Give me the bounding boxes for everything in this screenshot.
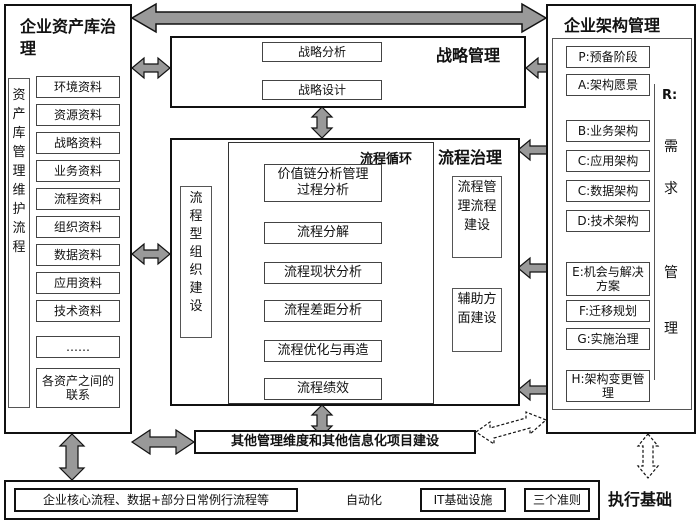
ea-item: C:应用架构: [566, 150, 650, 172]
execution-base-title: 执行基础: [608, 490, 673, 509]
other-management-bar: 其他管理维度和其他信息化项目建设: [194, 430, 476, 454]
ea-item: H:架构变更管理: [566, 370, 650, 402]
it-infrastructure-box: IT基础设施: [420, 488, 506, 512]
process-right-item-1: [452, 176, 502, 258]
left-process-arrow: [131, 242, 171, 266]
process-step: 流程分解: [264, 222, 382, 244]
process-cycle-title: 流程循环: [360, 152, 413, 167]
ea-item: D:技术架构: [566, 210, 650, 232]
asset-library-title: 企业资产库治理: [20, 17, 117, 58]
ea-req-char: 求: [664, 181, 678, 197]
strategy-item-1: 战略分析: [262, 42, 382, 62]
asset-vertical-label-box: [8, 78, 30, 408]
left-bottom-arrow: [58, 433, 86, 481]
process-step: 流程现状分析: [264, 262, 382, 284]
strategy-item-2: 战略设计: [262, 80, 382, 100]
ea-item: F:迁移规划: [566, 300, 650, 322]
ea-bottom-dashed-arrow: [636, 433, 660, 479]
process-step: 价值链分析管理过程分析: [264, 164, 382, 202]
ea-item: E:机会与解决方案: [566, 262, 650, 296]
asset-item: ……: [36, 336, 120, 358]
left-other-arrow: [130, 428, 196, 456]
ea-item: P:预备阶段: [566, 46, 650, 68]
asset-item: 各资产之间的联系: [36, 368, 120, 408]
process-org-label: 流程型组织建设: [189, 191, 203, 314]
asset-item: 技术资料: [36, 300, 120, 322]
asset-item: 应用资料: [36, 272, 120, 294]
top-double-arrow: [130, 2, 548, 34]
ea-item: G:实施治理: [566, 328, 650, 350]
asset-item: 资源资料: [36, 104, 120, 126]
ea-item: B:业务架构: [566, 120, 650, 142]
asset-item: 组织资料: [36, 216, 120, 238]
ea-req-label-top: R:: [662, 88, 678, 103]
ea-req-char: 需: [664, 139, 678, 155]
process-step: 流程绩效: [264, 378, 382, 400]
process-right-item-2-label: 辅助方面建设: [457, 292, 497, 326]
process-governance-title: 流程治理: [438, 148, 503, 167]
process-right-item-2: [452, 288, 502, 352]
process-step: 流程差距分析: [264, 300, 382, 322]
strategy-title: 战略管理: [436, 46, 501, 65]
ea-title: 企业架构管理: [564, 16, 661, 35]
other-ea-dashed-arrow: [474, 411, 548, 446]
asset-vertical-label: 资产库管理维护流程: [12, 88, 26, 255]
process-org-box: [180, 186, 212, 338]
strategy-process-arrow: [310, 106, 334, 139]
ea-req-column: [654, 84, 688, 380]
asset-item: 业务资料: [36, 160, 120, 182]
core-process-box: 企业核心流程、数据+部分日常例行流程等: [14, 488, 298, 512]
asset-item: 环境资料: [36, 76, 120, 98]
left-strategy-arrow: [131, 56, 171, 80]
ea-item: C:数据架构: [566, 180, 650, 202]
ea-item: A:架构愿景: [566, 74, 650, 96]
process-right-item-1-label: 流程管理流程建设: [457, 180, 497, 233]
asset-item: 数据资料: [36, 244, 120, 266]
three-principles-box: 三个准则: [524, 488, 590, 512]
asset-item: 战略资料: [36, 132, 120, 154]
automation-label: 自动化: [346, 493, 383, 507]
process-step: 流程优化与再造: [264, 340, 382, 362]
ea-req-char: 管: [664, 265, 678, 281]
ea-req-char: 理: [664, 321, 678, 337]
asset-item: 流程资料: [36, 188, 120, 210]
